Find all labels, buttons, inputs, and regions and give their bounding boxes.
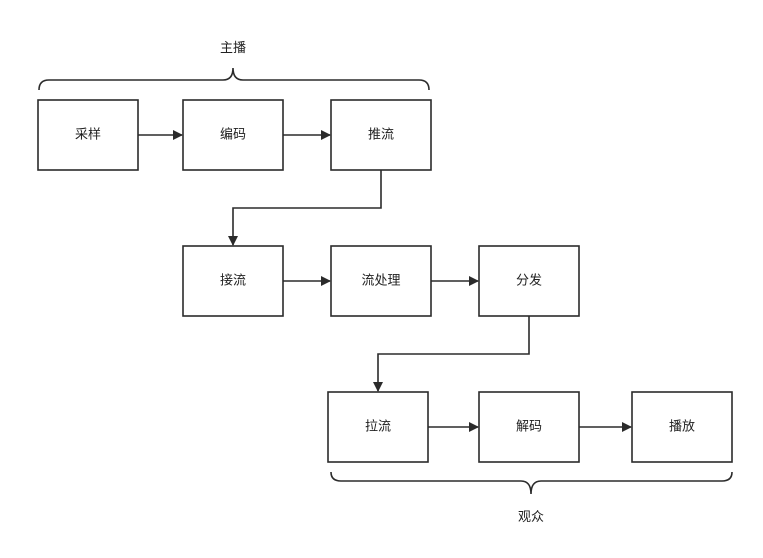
node-process-label: 流处理 (361, 274, 400, 289)
node-pull: 拉流 (327, 391, 429, 463)
node-play: 播放 (631, 391, 733, 463)
node-encode: 编码 (182, 99, 284, 171)
node-distribute-label: 分发 (516, 273, 542, 289)
brace-audience (330, 471, 733, 495)
node-ingest: 接流 (182, 245, 284, 317)
group-label-streamer: 主播 (220, 41, 246, 56)
node-process: 流处理 (330, 245, 432, 317)
node-play-label: 播放 (669, 420, 695, 435)
node-push-label: 推流 (368, 128, 394, 143)
node-pull-label: 拉流 (365, 420, 391, 435)
node-push: 推流 (330, 99, 432, 171)
group-label-audience: 观众 (518, 510, 544, 525)
brace-streamer (38, 67, 430, 91)
node-decode: 解码 (478, 391, 580, 463)
node-ingest-label: 接流 (220, 273, 246, 289)
arrow-distribute-to-pull (373, 316, 530, 392)
node-decode-label: 解码 (516, 420, 542, 435)
node-distribute: 分发 (478, 245, 580, 317)
node-capture: 采样 (37, 99, 139, 171)
arrow-push-to-ingest (228, 170, 382, 246)
node-capture-label: 采样 (75, 128, 101, 143)
node-encode-label: 编码 (220, 128, 246, 143)
